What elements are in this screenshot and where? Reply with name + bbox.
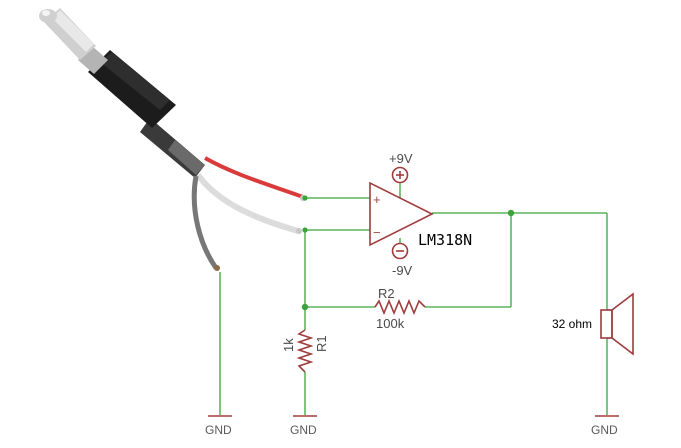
ground-plug-label: GND — [205, 423, 232, 437]
opamp-plus-input-label: + — [373, 192, 381, 207]
opamp-symbol: + − — [369, 181, 434, 247]
resistor-r2-ref: R2 — [378, 286, 395, 301]
supply-negative-label: -9V — [392, 263, 413, 278]
junction-plus-input — [302, 195, 308, 201]
junction-feedback — [301, 303, 309, 311]
speaker-icon: 32 ohm — [552, 292, 634, 356]
resistor-r1: 1k R1 — [281, 329, 329, 373]
resistor-r2-value: 100k — [376, 316, 405, 331]
supply-positive: +9V — [389, 151, 413, 184]
junction-minus-input — [302, 227, 308, 233]
wires — [219, 183, 608, 415]
supply-negative: -9V — [391, 242, 413, 278]
ground-r1-label: GND — [290, 423, 317, 437]
resistor-r1-ref: R1 — [314, 335, 329, 352]
opamp-part-label: LM318N — [418, 231, 472, 249]
supply-positive-label: +9V — [389, 151, 413, 166]
ground-speaker: GND — [591, 415, 619, 437]
ground-speaker-label: GND — [591, 423, 618, 437]
resistor-r2: R2 100k — [374, 286, 426, 331]
ground-plug: GND — [205, 415, 232, 437]
audio-plug-icon — [39, 8, 306, 271]
junction-output — [507, 209, 515, 217]
resistor-r1-value: 1k — [281, 338, 296, 352]
speaker-label: 32 ohm — [552, 317, 592, 331]
ground-r1: GND — [290, 415, 317, 437]
opamp-minus-input-label: − — [373, 225, 381, 240]
